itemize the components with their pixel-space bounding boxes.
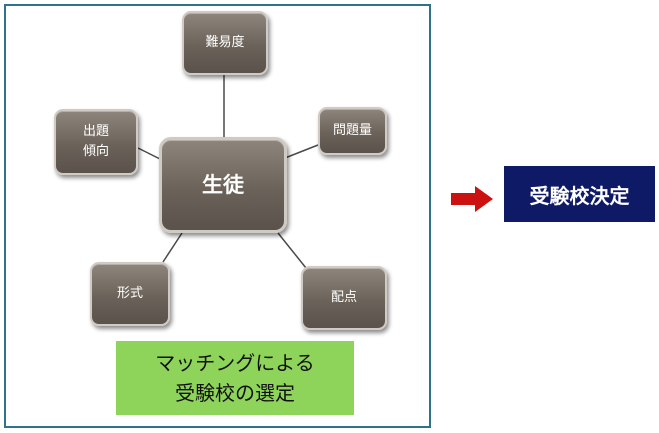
node-question-volume: 問題量: [318, 107, 387, 155]
result-label: 受験校決定: [529, 183, 630, 208]
right-arrow-icon: [451, 186, 493, 212]
node-student: 生徒: [159, 137, 287, 233]
node-points: 配点: [301, 266, 387, 330]
connector-trend: [137, 147, 163, 161]
node-difficulty-label: 難易度: [205, 35, 245, 50]
node-points-label: 配点: [330, 290, 357, 305]
node-question-trend-label: 出題 傾向: [82, 124, 109, 159]
node-question-trend: 出題 傾向: [54, 109, 138, 175]
matching-caption: マッチングによる 受験校の選定: [116, 341, 354, 415]
node-format-label: 形式: [116, 286, 143, 301]
node-difficulty: 難易度: [182, 11, 268, 75]
matching-caption-label: マッチングによる 受験校の選定: [155, 351, 315, 405]
connector-points: [277, 232, 307, 269]
node-format: 形式: [90, 262, 170, 326]
connector-volume: [284, 144, 319, 159]
connector-format: [162, 232, 183, 263]
result-box: 受験校決定: [504, 166, 655, 222]
node-question-volume-label: 問題量: [332, 123, 372, 138]
node-student-label: 生徒: [202, 173, 244, 197]
